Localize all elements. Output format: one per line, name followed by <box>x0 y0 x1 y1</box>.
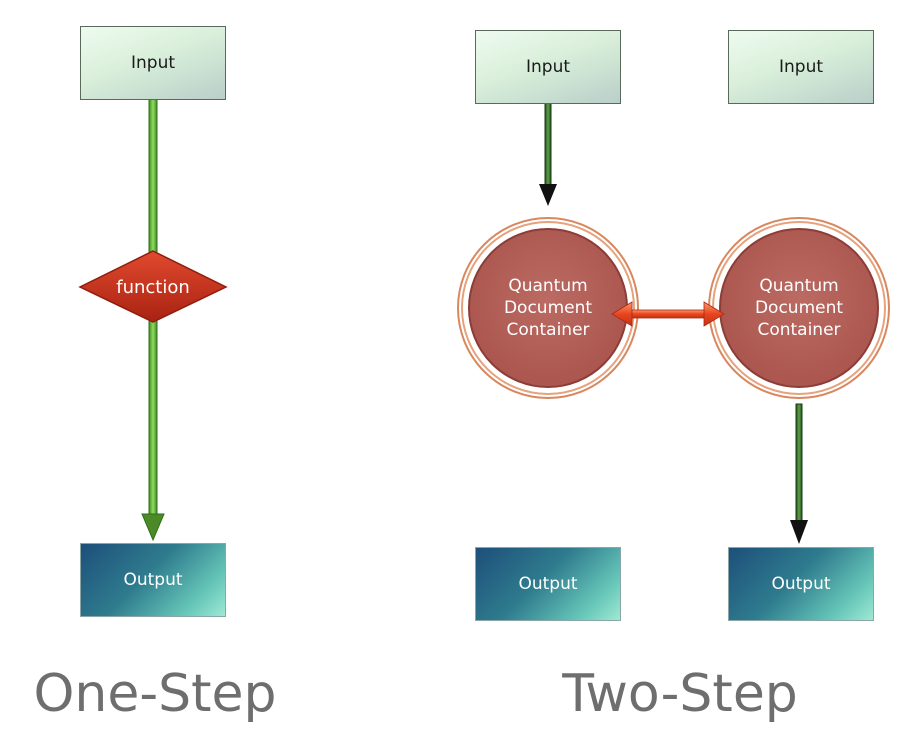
two-step-left-input-arrowhead <box>539 184 557 206</box>
two-step-right-output-arrow-shaft <box>795 403 803 523</box>
left-container-line-1: Quantum <box>508 276 588 296</box>
right-container-label: Quantum Document Container <box>719 228 879 388</box>
function-label: function <box>116 276 190 298</box>
one-step-input-box: Input <box>80 26 226 100</box>
two-step-left-output-box: Output <box>475 547 621 621</box>
one-step-output-label: Output <box>123 570 183 590</box>
right-container-line-3: Container <box>757 320 841 340</box>
right-container-line-2: Document <box>754 298 844 318</box>
left-container-line-2: Document <box>503 298 593 318</box>
function-diamond <box>78 250 228 323</box>
two-step-right-input-box: Input <box>728 30 874 104</box>
left-container-label: Quantum Document Container <box>468 228 628 388</box>
two-step-right-output-label: Output <box>771 574 831 594</box>
one-step-lower-arrow-shaft <box>148 319 158 519</box>
one-step-input-label: Input <box>130 53 176 73</box>
one-step-arrowhead <box>141 513 165 542</box>
two-step-left-output-label: Output <box>518 574 578 594</box>
one-step-caption: One-Step <box>33 664 277 724</box>
entanglement-link-arrow <box>611 301 725 327</box>
two-step-left-input-box: Input <box>475 30 621 104</box>
one-step-upper-arrow-shaft <box>148 95 158 255</box>
two-step-right-input-label: Input <box>778 57 824 77</box>
right-container-line-1: Quantum <box>759 276 839 296</box>
right-container-circle <box>719 228 879 388</box>
left-container-inner-ring <box>461 221 635 395</box>
two-step-caption: Two-Step <box>562 664 798 724</box>
function-label-wrap: function <box>83 272 223 302</box>
left-container-line-3: Container <box>506 320 590 340</box>
one-step-output-box: Output <box>80 543 226 617</box>
two-step-left-input-label: Input <box>525 57 571 77</box>
two-step-right-output-arrowhead <box>790 520 808 544</box>
two-step-left-input-arrow-shaft <box>544 99 552 187</box>
two-step-right-output-box: Output <box>728 547 874 621</box>
